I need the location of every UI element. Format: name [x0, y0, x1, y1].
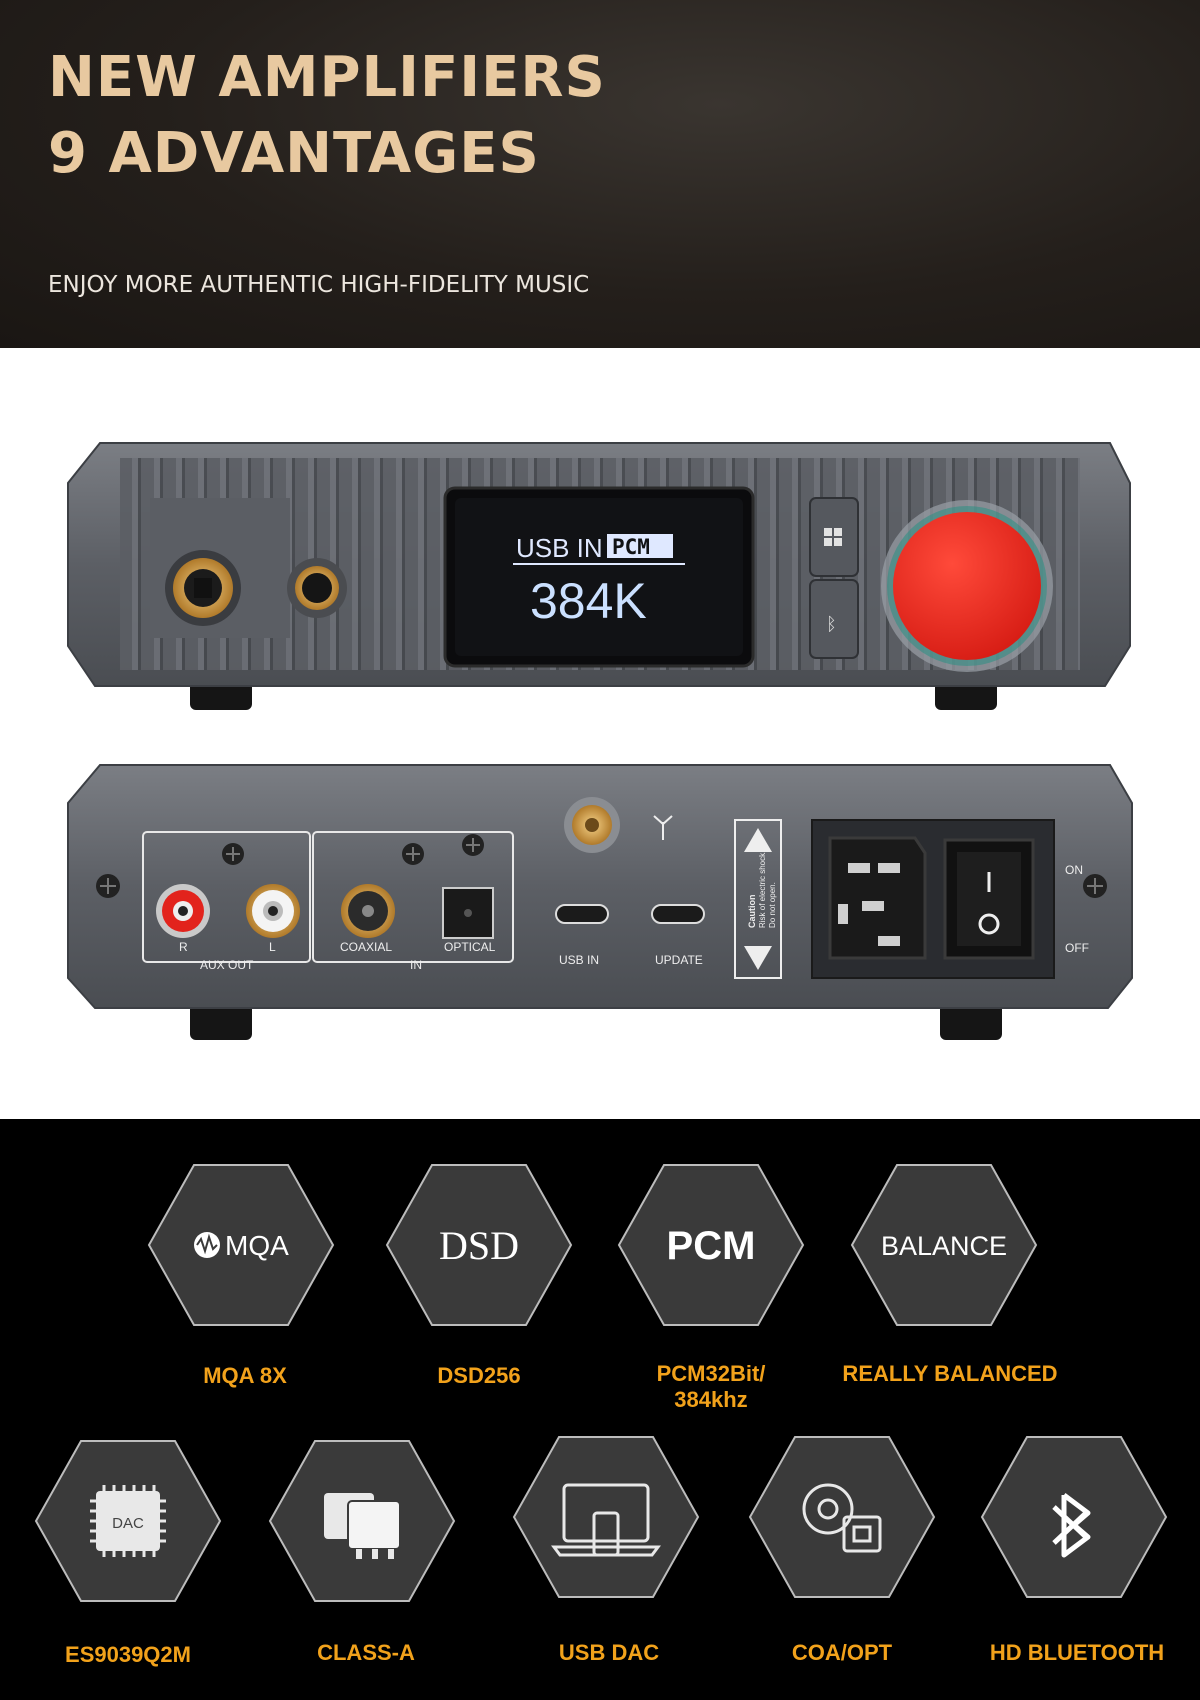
- in-label: IN: [410, 958, 422, 972]
- usb-in-port[interactable]: [555, 904, 609, 924]
- hero-title-line2: 9 ADVANTAGES: [48, 121, 540, 186]
- svg-text:Caution: Caution: [747, 895, 757, 929]
- aux-out-box: [142, 831, 311, 963]
- volume-knob[interactable]: [881, 500, 1053, 672]
- svg-text:Risk of electric shock.: Risk of electric shock.: [758, 851, 767, 928]
- dac-chip-icon: DAC: [90, 1485, 166, 1557]
- amplifier-module-icon: [324, 1493, 401, 1559]
- balance-logo-icon: BALANCE: [881, 1231, 1007, 1261]
- update-label: UPDATE: [655, 953, 703, 967]
- feature-label-class-a: CLASS-A: [317, 1640, 415, 1665]
- display-rate-text: 384K: [530, 573, 647, 629]
- screw-icon: [96, 874, 120, 898]
- rca-l-label: L: [269, 940, 276, 954]
- display-source-text: USB IN: [516, 533, 603, 563]
- display-badge-text: PCM: [612, 535, 650, 559]
- screw-icon: [402, 843, 424, 865]
- front-panel: USB IN PCM 384K ᛒ: [67, 442, 1131, 710]
- feature-label-pcm: PCM32Bit/ 384khz: [656, 1361, 766, 1412]
- hero-title: NEW AMPLIFIERS 9 ADVANTAGES: [48, 40, 606, 192]
- aux-out-label: AUX OUT: [200, 958, 254, 972]
- power-off-label: OFF: [1065, 941, 1089, 955]
- rca-right-jack-icon[interactable]: [156, 884, 210, 938]
- usb-in-label: USB IN: [559, 953, 599, 967]
- feature-label-coa-opt: COA/OPT: [791, 1640, 893, 1665]
- windows-grid-icon: [824, 528, 842, 546]
- feature-usb-dac: [512, 1435, 700, 1599]
- warning-triangle-icon: [744, 828, 772, 852]
- digital-in-box: [312, 831, 514, 963]
- feature-label-bluetooth: HD BLUETOOTH: [989, 1640, 1165, 1665]
- hero-banner: NEW AMPLIFIERS 9 ADVANTAGES ENJOY MORE A…: [0, 0, 1200, 348]
- power-rocker-switch[interactable]: [943, 838, 1035, 960]
- features-section: MQA DSD PCM BALANCE MQA 8X DSD256 PCM32B…: [0, 1119, 1200, 1700]
- feature-class-a: [268, 1439, 456, 1603]
- rca-r-label: R: [179, 940, 188, 954]
- feature-dac: DAC: [34, 1439, 222, 1603]
- svg-text:MQA: MQA: [225, 1230, 289, 1261]
- optical-label: OPTICAL: [444, 940, 496, 954]
- screw-icon: [462, 834, 484, 856]
- oled-display: USB IN PCM 384K: [443, 486, 755, 668]
- caution-label-box: [734, 819, 782, 979]
- laptop-usb-icon: [551, 1483, 661, 1557]
- feature-label-usb-dac: USB DAC: [558, 1640, 660, 1665]
- mqa-logo-icon: MQA: [194, 1230, 289, 1261]
- feature-label-balance: REALLY BALANCED: [842, 1361, 1058, 1386]
- svg-text:DAC: DAC: [112, 1515, 144, 1532]
- update-port[interactable]: [651, 904, 705, 924]
- coax-optical-icon: [802, 1483, 882, 1553]
- feature-pcm: PCM: [617, 1163, 805, 1327]
- svg-text:Do not open.: Do not open.: [768, 882, 777, 928]
- feature-coa-opt: [748, 1435, 936, 1599]
- input-select-button[interactable]: [809, 497, 859, 577]
- coaxial-jack-icon[interactable]: [341, 884, 395, 938]
- caution-text: Caution Risk of electric shock. Do not o…: [747, 851, 777, 928]
- bluetooth-button-icon: ᛒ: [826, 614, 837, 635]
- feature-balance: BALANCE: [850, 1163, 1038, 1327]
- feature-label-dac: ES9039Q2M: [65, 1642, 191, 1667]
- feature-dsd: DSD: [385, 1163, 573, 1327]
- bluetooth-icon: [1052, 1493, 1091, 1558]
- product-illustration: USB IN PCM 384K ᛒ: [67, 442, 1133, 1040]
- pcm-logo-icon: PCM: [667, 1224, 756, 1268]
- feature-label-dsd: DSD256: [437, 1363, 521, 1388]
- feature-mqa: MQA: [147, 1163, 335, 1327]
- antenna-connector-icon[interactable]: [564, 797, 620, 853]
- antenna-icon: [653, 815, 673, 840]
- product-photos: USB IN PCM 384K ᛒ: [0, 348, 1200, 1119]
- feature-bluetooth: [980, 1435, 1168, 1599]
- headphone-jack-6-35-icon[interactable]: [165, 550, 241, 626]
- hero-title-line1: NEW AMPLIFIERS: [48, 45, 606, 110]
- rear-panel: R L AUX OUT COAXIAL OPTICAL IN: [67, 764, 1133, 1040]
- bluetooth-button[interactable]: [809, 579, 859, 659]
- warning-triangle-icon: [744, 946, 772, 970]
- coaxial-label: COAXIAL: [340, 940, 392, 954]
- dsd-logo-icon: DSD: [439, 1223, 519, 1268]
- optical-port-icon[interactable]: [442, 887, 494, 939]
- screw-icon: [1083, 874, 1107, 898]
- rca-left-jack-icon[interactable]: [246, 884, 300, 938]
- hero-subtitle: ENJOY MORE AUTHENTIC HIGH-FIDELITY MUSIC: [48, 272, 590, 298]
- screw-icon: [222, 843, 244, 865]
- iec-power-inlet[interactable]: [828, 836, 927, 960]
- feature-label-mqa: MQA 8X: [203, 1363, 287, 1388]
- headphone-jack-4-4-icon[interactable]: [287, 558, 347, 618]
- power-on-label: ON: [1065, 863, 1083, 877]
